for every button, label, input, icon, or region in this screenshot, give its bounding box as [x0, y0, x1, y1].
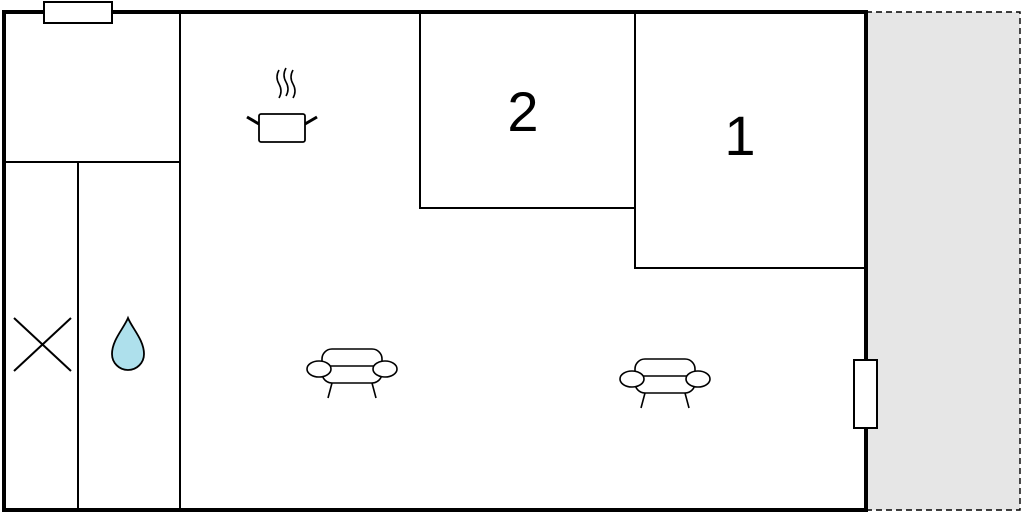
- water-drop-icon: [111, 315, 145, 371]
- door-terrace: [853, 359, 878, 429]
- outer-walls: [2, 10, 868, 512]
- window-top: [43, 1, 113, 24]
- sofa-icon: [306, 348, 398, 399]
- wall-room-2: [419, 12, 635, 209]
- cross-icon: [13, 317, 72, 372]
- room-label-1: 1: [724, 104, 755, 167]
- room-label-2: 2: [507, 80, 538, 143]
- cooking-pot-icon: [246, 67, 318, 143]
- wall-room-1: [634, 12, 866, 269]
- sofa-icon: [619, 358, 711, 409]
- terrace-area: [865, 11, 1021, 511]
